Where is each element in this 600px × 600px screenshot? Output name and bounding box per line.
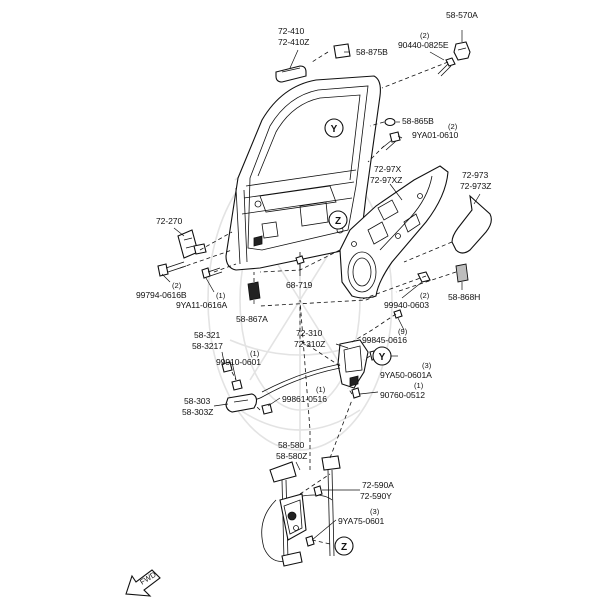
label-99910-0601: 99910-0601 <box>216 357 261 367</box>
latch-72-270 <box>177 229 207 259</box>
label-58-868H: 58-868H <box>448 292 480 302</box>
leader-lines <box>161 30 481 541</box>
bolt-9YA01 <box>381 131 401 151</box>
qty-99910: (1) <box>250 349 260 358</box>
label-58-321: 58-321 <box>194 330 220 340</box>
label-72-590A: 72-590A <box>362 480 394 490</box>
label-58-3217: 58-3217 <box>192 341 223 351</box>
seal-72-973 <box>451 194 492 254</box>
label-72-270: 72-270 <box>156 216 182 226</box>
inside-handle-assembly <box>247 339 369 400</box>
grommet-58-868H <box>455 263 469 283</box>
bolt-9YA11 <box>201 267 223 279</box>
regulator <box>261 455 341 567</box>
label-72-310: 72-310 <box>296 328 322 338</box>
fwd-arrow: FWD <box>125 569 161 597</box>
grommet-58-865B <box>384 117 396 127</box>
clip-58-570A <box>453 41 471 61</box>
label-58-867A: 58-867A <box>236 314 268 324</box>
door-module <box>339 165 449 299</box>
label-99940-0603: 99940-0603 <box>384 300 429 310</box>
part-labels: 58-570A 72-410 72-410Z 58-875B (2) 90440… <box>136 10 491 526</box>
label-72-97X: 72-97X <box>374 164 401 174</box>
label-58-303Z: 58-303Z <box>182 407 213 417</box>
screw-99910 <box>231 379 243 391</box>
label-72-973Z: 72-973Z <box>460 181 491 191</box>
handle-cap <box>333 43 351 59</box>
outside-handle <box>275 65 307 83</box>
callout-y-mid: Y <box>372 346 398 366</box>
qty-99940: (2) <box>420 291 430 300</box>
callout-y-top: Y <box>324 118 344 138</box>
label-58-570A: 58-570A <box>446 10 478 20</box>
screw-99861 <box>261 403 273 415</box>
label-9YA01-0610: 9YA01-0610 <box>412 130 458 140</box>
qty-99794: (2) <box>172 281 182 290</box>
qty-9YA75: (3) <box>370 507 380 516</box>
qty-9YA50: (3) <box>422 361 432 370</box>
label-90440-0825E: 90440-0825E <box>398 40 449 50</box>
bolt-90440 <box>437 57 456 77</box>
qty-9YA01: (2) <box>448 122 458 131</box>
label-72-97XZ: 72-97XZ <box>370 175 402 185</box>
label-99845-0616: 99845-0616 <box>362 335 407 345</box>
label-99794-0616B: 99794-0616B <box>136 290 187 300</box>
callout-z-label: Z <box>335 216 341 227</box>
label-99861-0516: 99861-0516 <box>282 394 327 404</box>
callout-z-label: Z <box>341 542 347 553</box>
label-72-973: 72-973 <box>462 170 488 180</box>
label-58-580: 58-580 <box>278 440 304 450</box>
label-58-580Z: 58-580Z <box>276 451 307 461</box>
bezel-58-303 <box>225 393 258 413</box>
qty-90760: (1) <box>414 381 424 390</box>
label-58-865B: 58-865B <box>402 116 434 126</box>
label-72-590Y: 72-590Y <box>360 491 392 501</box>
label-9YA11-0616A: 9YA11-0616A <box>176 300 228 310</box>
label-72-310Z: 72-310Z <box>294 339 325 349</box>
label-68-719: 68-719 <box>286 280 312 290</box>
callout-y-label: Y <box>379 352 386 363</box>
callout-z-top: Z <box>328 210 348 230</box>
knob-58-321 <box>221 361 233 373</box>
qty-99845: (9) <box>398 327 408 336</box>
label-72-410: 72-410 <box>278 26 304 36</box>
screw-90760 <box>351 387 361 399</box>
label-9YA75-0601: 9YA75-0601 <box>338 516 384 526</box>
label-72-410Z: 72-410Z <box>278 37 309 47</box>
qty-90440: (2) <box>420 31 430 40</box>
qty-9YA11: (1) <box>216 291 226 300</box>
label-58-875B: 58-875B <box>356 47 388 57</box>
label-90760-0512: 90760-0512 <box>380 390 425 400</box>
label-9YA50-0601A: 9YA50-0601A <box>380 370 432 380</box>
qty-99861: (1) <box>316 385 326 394</box>
cover-58-867A <box>247 281 261 301</box>
callout-z-bottom: Z <box>334 536 354 556</box>
screw-99845 <box>393 309 403 319</box>
callout-y-label: Y <box>331 124 338 135</box>
label-58-303: 58-303 <box>184 396 210 406</box>
